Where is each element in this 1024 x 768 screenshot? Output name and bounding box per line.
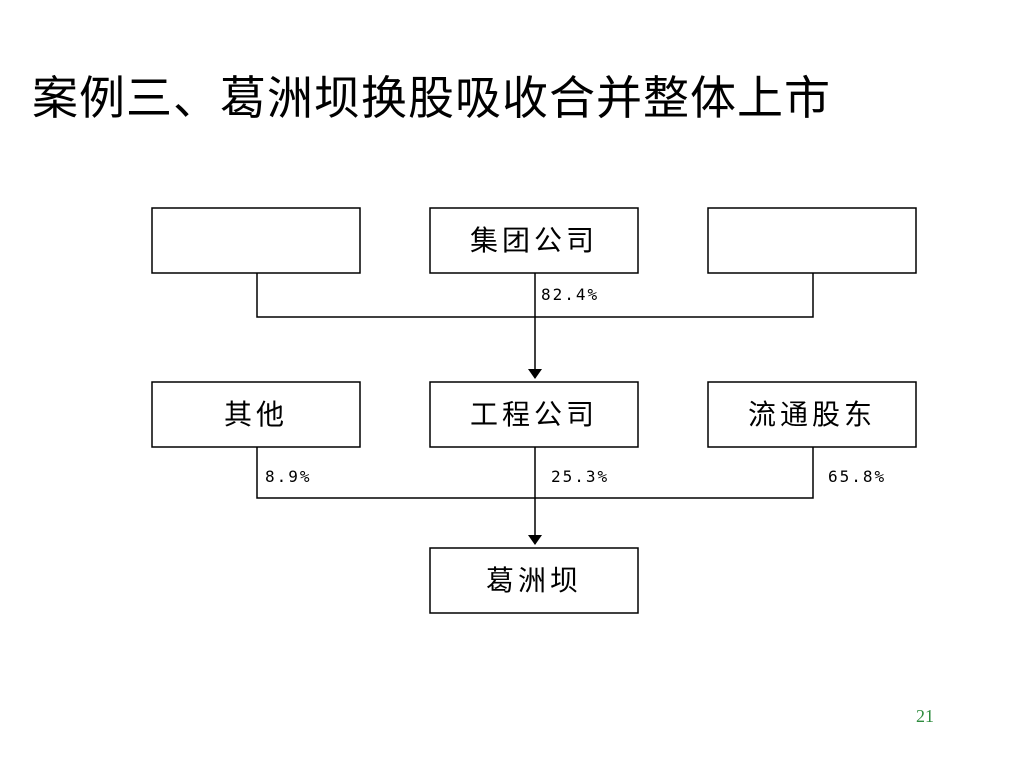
engineering-company-box bbox=[429, 381, 639, 448]
public-shareholders-box bbox=[707, 381, 917, 448]
engineering-company-label: 工程公司 bbox=[470, 398, 598, 431]
public-shareholders-percent: 65.8% bbox=[828, 467, 886, 486]
gezhouba-label: 葛洲坝 bbox=[486, 564, 582, 597]
group-company-box bbox=[429, 207, 639, 274]
top-right-box bbox=[707, 207, 917, 274]
public-shareholders-label: 流通股东 bbox=[748, 398, 876, 431]
slide-title: 案例三、葛洲坝换股吸收合并整体上市 bbox=[32, 71, 831, 125]
other-label: 其他 bbox=[224, 398, 288, 431]
top-left-box bbox=[151, 207, 361, 274]
group-company-label: 集团公司 bbox=[470, 224, 598, 257]
page-number: 21 bbox=[916, 706, 934, 726]
other-box bbox=[151, 381, 361, 448]
other-percent: 8.9% bbox=[265, 467, 312, 486]
gezhouba-box bbox=[429, 547, 639, 614]
group-to-engineering-percent: 82.4% bbox=[541, 285, 599, 304]
engineering-percent: 25.3% bbox=[551, 467, 609, 486]
